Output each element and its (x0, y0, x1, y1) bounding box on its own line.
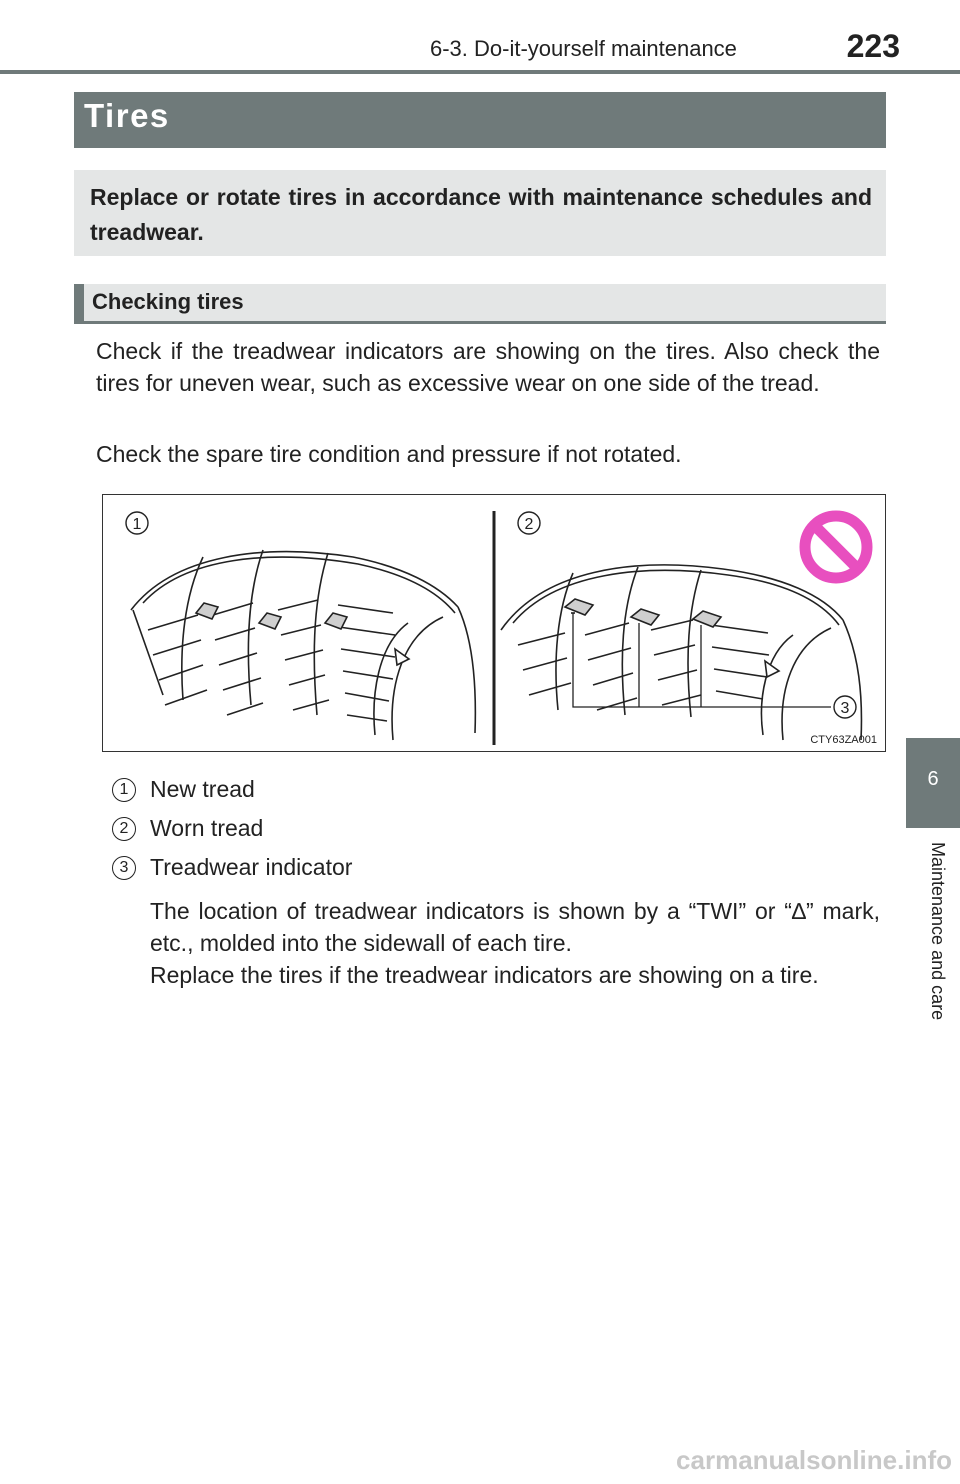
tire-figure: 1 2 (102, 494, 886, 752)
intro-box: Replace or rotate tires in accordance wi… (74, 170, 886, 256)
prohibition-icon (799, 510, 873, 584)
page-title: Tires (84, 97, 170, 134)
legend-number: 2 (112, 817, 136, 841)
callout-1-circle (125, 511, 149, 535)
watermark: carmanualsonline.info (676, 1445, 952, 1475)
chapter-title-vertical: Maintenance and care (927, 842, 948, 1062)
figure-id: CTY63ZA001 (810, 734, 877, 746)
note-replace-tires: Replace the tires if the treadwear indic… (150, 962, 819, 988)
legend-label: Treadwear indicator (150, 854, 353, 880)
chapter-number: 6 (927, 768, 939, 790)
callout-3-label: 3 (841, 700, 850, 717)
callout-2-label: 2 (525, 516, 534, 533)
section-label: 6-3. Do-it-yourself maintenance (430, 36, 737, 61)
page-number: 223 (846, 28, 900, 64)
chapter-tab[interactable]: 6 (906, 738, 960, 828)
callout-2-circle (517, 511, 541, 535)
chapter-title: Maintenance and care (928, 842, 948, 1021)
legend-label: New tread (150, 776, 255, 802)
title-bar: Tires (74, 92, 886, 148)
legend-number: 3 (112, 856, 136, 880)
subheading-bar: Checking tires (74, 284, 886, 322)
callout-3-circle (833, 695, 857, 719)
legend-label: Worn tread (150, 815, 264, 841)
subheading-rule (74, 321, 886, 324)
header-rule (0, 70, 960, 74)
paragraph-spare-tire: Check the spare tire condition and press… (96, 441, 682, 467)
tire-illustration: 1 2 (125, 510, 873, 745)
page-header: 6-3. Do-it-yourself maintenance 223 (0, 0, 960, 75)
new-tread-tire (130, 549, 477, 741)
subheading-text: Checking tires (92, 289, 244, 314)
callout-1-label: 1 (133, 516, 142, 533)
legend-number: 1 (112, 778, 136, 802)
intro-text: Replace or rotate tires in accordance wi… (90, 184, 872, 245)
paragraph-check-treadwear: Check if the treadwear indicators are sh… (96, 338, 880, 396)
worn-tread-tire (500, 564, 863, 741)
note-indicator-location: The location of treadwear indicators is … (150, 898, 880, 956)
